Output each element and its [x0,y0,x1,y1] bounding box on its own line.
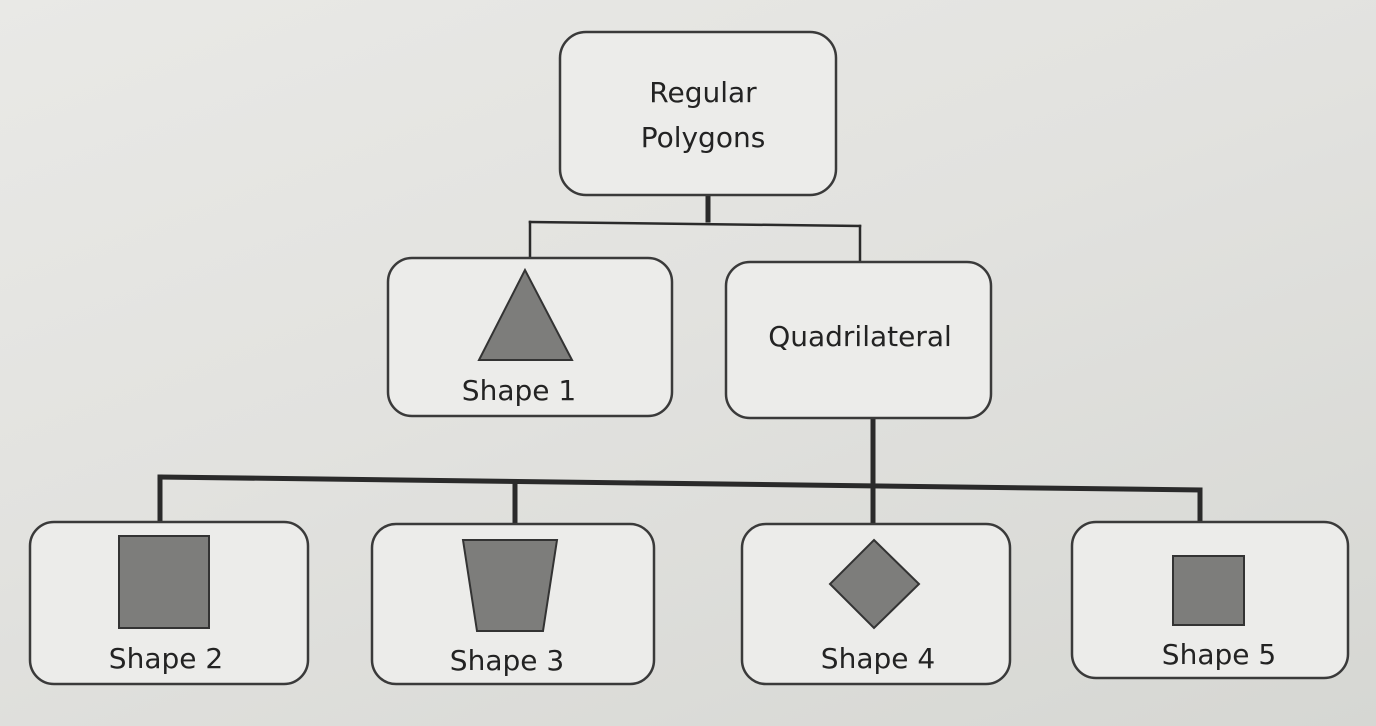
quadrilateral-connectors [157,417,1203,527]
rhombus-shape [828,538,921,630]
root-connectors [528,192,862,264]
shape3-label: Shape 3 [450,644,564,677]
quad-branch-line [157,474,1203,493]
rectangle-shape [118,535,210,629]
shape5-label: Shape 5 [1162,638,1276,671]
quadrilateral-node-box [724,260,993,420]
shape4-label: Shape 4 [821,642,935,675]
shape2-node: Shape 2 [28,520,310,686]
root-label-line1: Regular [649,76,757,109]
quadrilateral-label: Quadrilateral [768,320,952,353]
shape2-label: Shape 2 [109,642,223,675]
root-label-line2: Polygons [641,121,766,154]
shape1-node: Shape 1 [386,256,674,418]
root-node-box [558,30,838,197]
shape4-node: Shape 4 [740,522,1012,686]
shape1-label: Shape 1 [462,374,576,407]
square-shape [1172,555,1245,626]
root-branch-line [528,220,862,228]
shape5-node: Shape 5 [1070,520,1350,680]
trapezoid-shape [461,539,559,632]
root-node: Regular Polygons [558,30,838,197]
triangle-shape [477,267,574,361]
quadrilateral-node: Quadrilateral [724,260,993,420]
shape3-node: Shape 3 [370,522,656,686]
